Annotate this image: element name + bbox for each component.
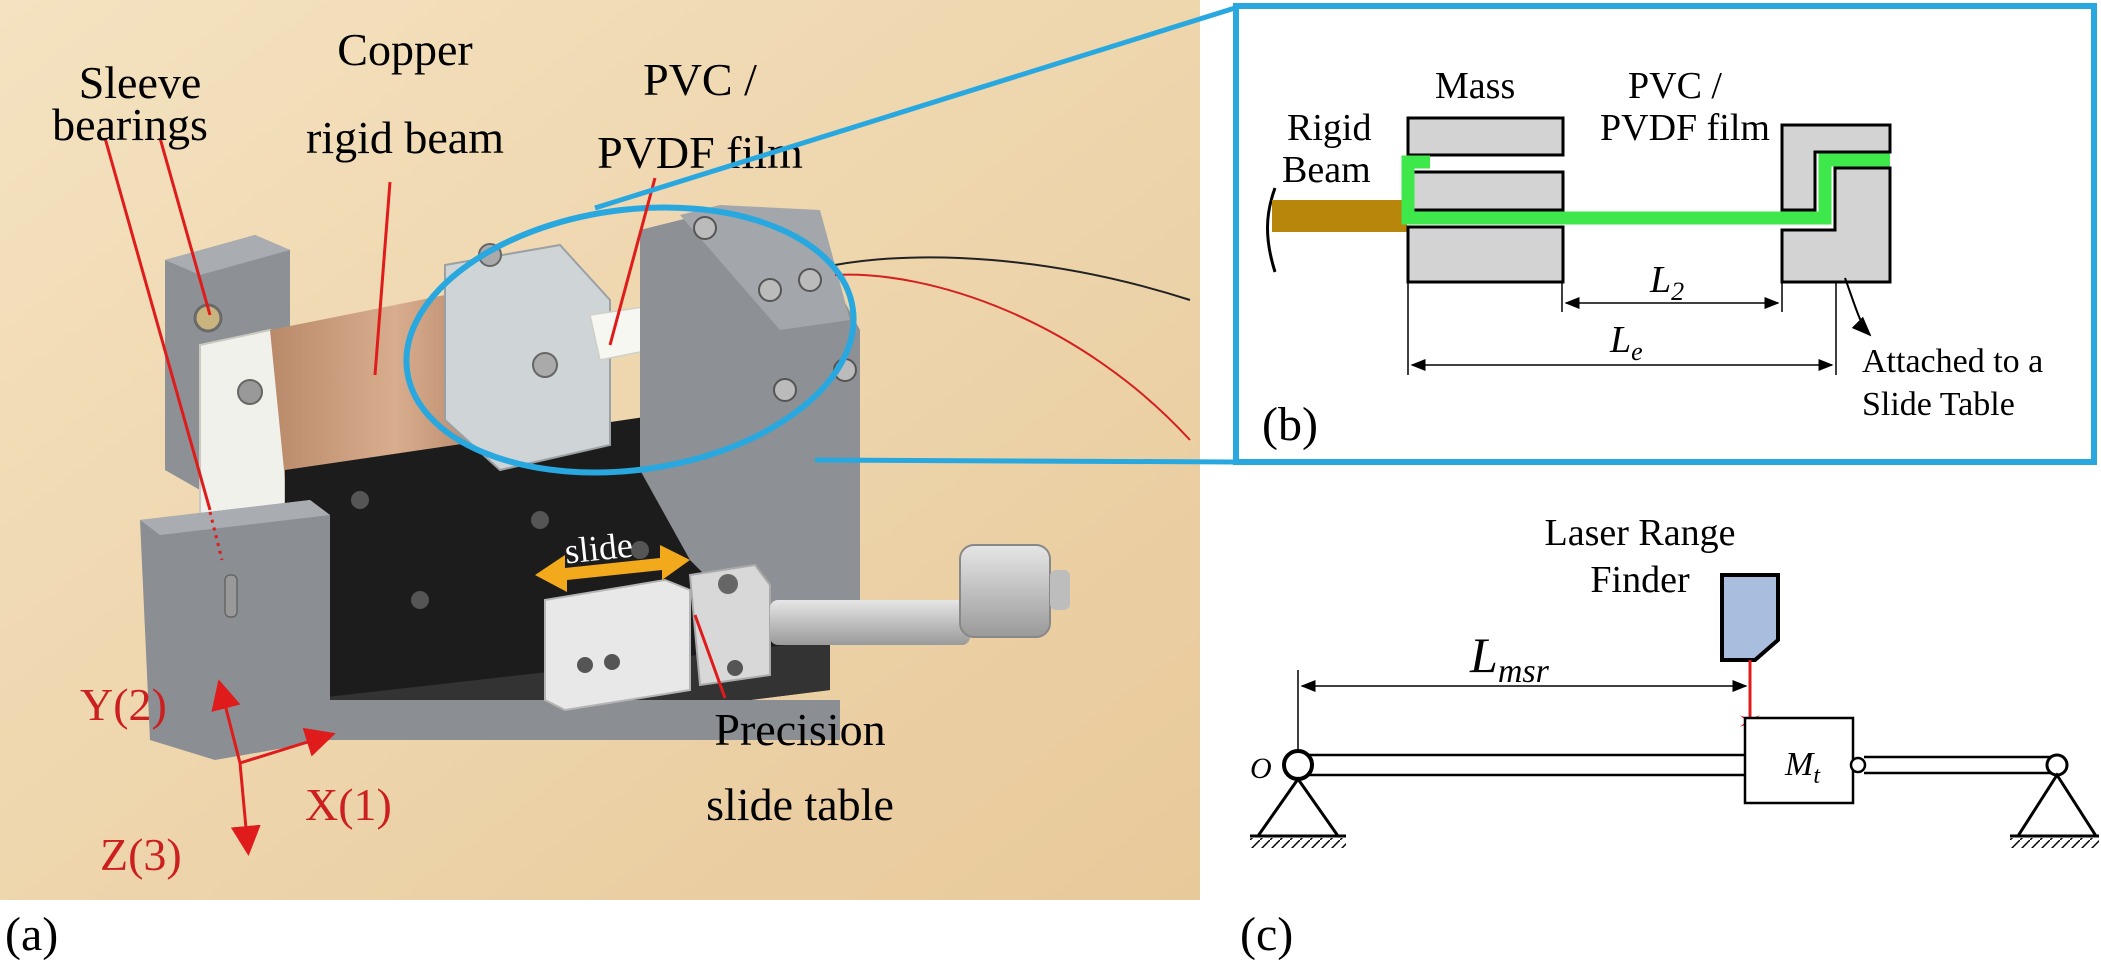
panel-b-tag: (b)	[1262, 398, 1318, 451]
panel-b: Rigid Beam Mass PVC / PVDF film Attached…	[1233, 3, 2097, 465]
left-ground-hatch	[1250, 838, 1346, 848]
right-clamp	[1780, 123, 1892, 212]
leader-sleeve-2	[103, 137, 212, 511]
axis-z-label: Z(3)	[100, 829, 182, 880]
micrometer-thimble	[959, 544, 1051, 638]
micrometer-barrel	[770, 600, 970, 645]
axis-y-label: Y(2)	[80, 679, 167, 730]
right-support-triangle	[2015, 772, 2099, 838]
front-pillar	[140, 500, 330, 760]
panel-a-tag: (a)	[5, 908, 58, 961]
right-ground-hatch	[2010, 838, 2099, 848]
mass-bottom-plate	[1406, 225, 1565, 284]
label-tip-mass: Mt	[1784, 746, 1821, 789]
mass-clamp-block	[444, 243, 611, 472]
micrometer-clamp	[544, 578, 691, 712]
rigid-beam-bar	[1272, 200, 1407, 232]
attached-arrow	[1844, 277, 1872, 337]
axis-y-arrow	[211, 679, 242, 764]
label-attached-line2: Slide Table	[1862, 386, 2015, 423]
leader-copper	[373, 181, 392, 376]
label-sleeve-line1: Sleeve	[79, 57, 202, 108]
label-rigid-line2: Beam	[1282, 149, 1371, 191]
highlight-ellipse	[403, 204, 857, 476]
right-pin	[2045, 753, 2069, 777]
leader-film	[608, 177, 657, 346]
mass-middle-plate	[1406, 170, 1565, 212]
panel-c: ✶ Laser Range Finder Lmsr O Mt (c)	[1240, 512, 2099, 961]
pin	[224, 574, 238, 618]
axis-z-arrow	[230, 762, 261, 856]
label-laser-line1: Laser Range	[1545, 512, 1736, 554]
label-film-line2: PVDF film	[1600, 107, 1770, 149]
beam-break-mark	[1266, 187, 1277, 273]
label-le: Le	[1609, 319, 1643, 366]
panel-a: Sleeve bearings Copper rigid beam PVC / …	[0, 0, 1200, 961]
label-laser-line2: Finder	[1590, 559, 1690, 601]
label-l2: L2	[1649, 259, 1684, 306]
label-sleeve-line2: bearings	[52, 99, 208, 150]
label-rigid-line1: Rigid	[1287, 107, 1371, 149]
left-support-triangle	[1255, 776, 1341, 838]
connector-bottom	[814, 457, 1236, 465]
connector-top	[594, 5, 1236, 211]
leader-sleeve-1	[158, 137, 212, 316]
slide-arrow	[535, 545, 690, 592]
panel-c-tag: (c)	[1240, 908, 1293, 961]
label-copper-line2: rigid beam	[306, 112, 504, 163]
label-origin: O	[1250, 752, 1272, 785]
label-mass: Mass	[1435, 65, 1515, 107]
left-pin	[1282, 749, 1314, 781]
label-film-line1: PVC /	[643, 54, 757, 105]
laser-range-finder	[1720, 573, 1780, 662]
signal-wires	[834, 256, 1191, 301]
film-path	[1401, 153, 1890, 225]
tip-mass	[1743, 716, 1855, 805]
label-lmsr: Lmsr	[1469, 627, 1550, 690]
hinge-joint	[1849, 756, 1867, 774]
axis-x-arrow	[239, 727, 336, 765]
label-table-line2: slide table	[706, 779, 894, 830]
leader-slide-table	[693, 614, 727, 699]
label-copper-line1: Copper	[337, 24, 472, 75]
panel-b-frame	[1233, 3, 2097, 465]
axis-x-label: X(1)	[305, 779, 392, 830]
label-table-line1: Precision	[714, 704, 885, 755]
label-attached-line1: Attached to a	[1862, 343, 2043, 380]
label-slide: slide	[563, 525, 635, 572]
mass-top-plate	[1406, 116, 1565, 157]
label-film-line1: PVC /	[1628, 65, 1722, 107]
